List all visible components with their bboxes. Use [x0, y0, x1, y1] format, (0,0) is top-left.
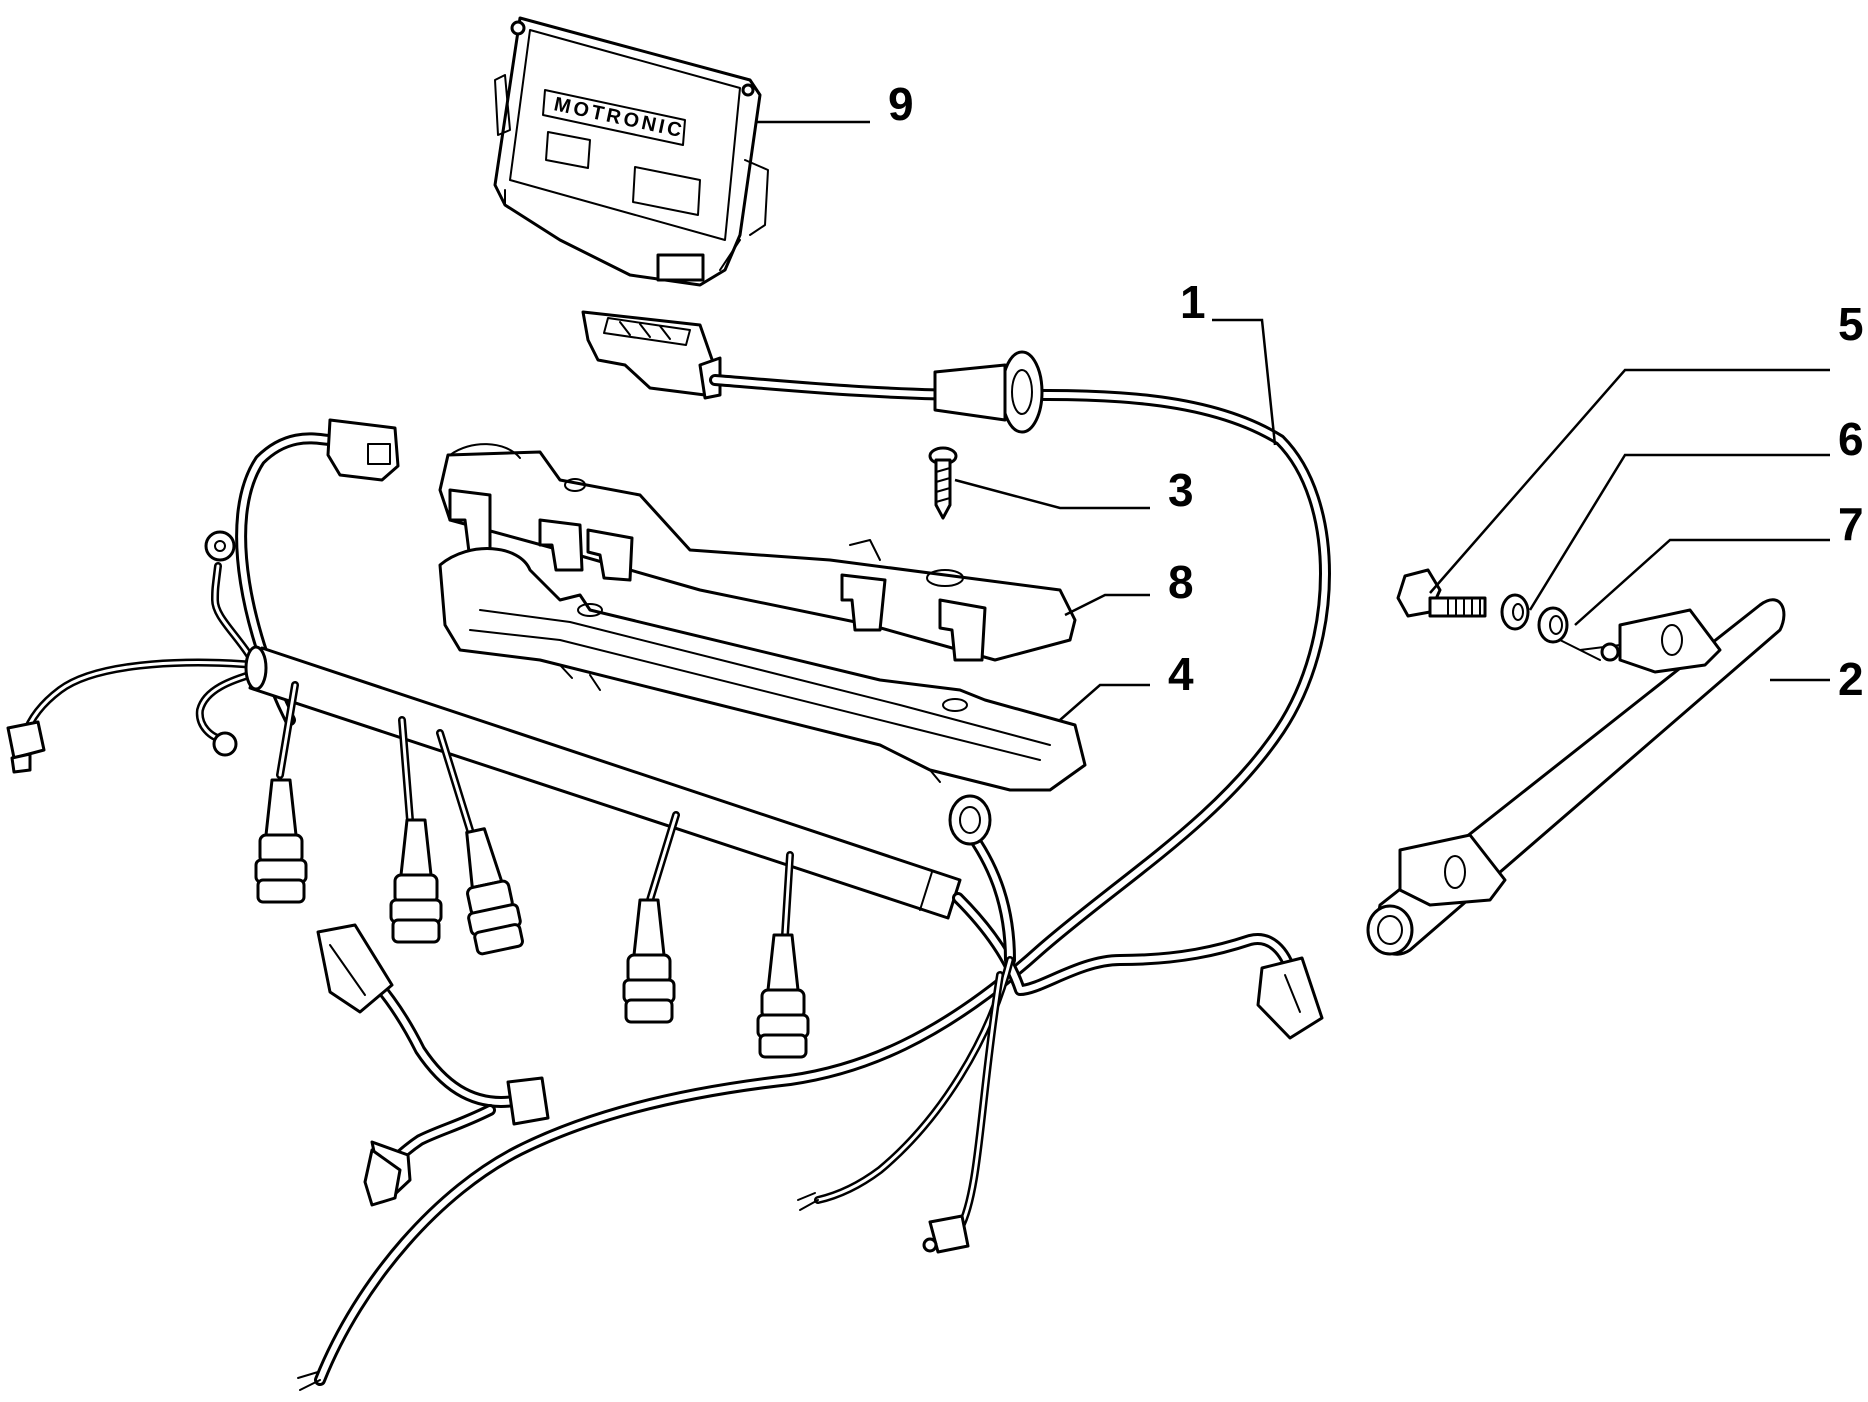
- motronic-ecu: MOTRONIC: [493, 16, 769, 287]
- washer-6: [1500, 593, 1530, 631]
- injector-harness-cover-upper: [438, 443, 1077, 662]
- callout-9: 9: [888, 78, 914, 130]
- screw: [928, 446, 958, 520]
- injector-connectors: [254, 778, 810, 1059]
- leader-lines: [755, 120, 1830, 721]
- callout-7: 7: [1838, 498, 1864, 550]
- callout-2: 2: [1838, 653, 1864, 705]
- injector-harness-holder-lower: [438, 547, 1087, 792]
- wiring-harness: [6, 350, 1331, 1391]
- callout-4: 4: [1168, 648, 1194, 700]
- callout-8: 8: [1168, 556, 1194, 608]
- ecu-harness-connector: [581, 310, 722, 400]
- callout-6: 6: [1838, 413, 1864, 465]
- fuel-rail: [1366, 598, 1786, 956]
- callout-1: 1: [1180, 276, 1206, 328]
- callout-5: 5: [1838, 298, 1864, 350]
- bolt: [1396, 568, 1487, 618]
- washer-7: [1537, 606, 1569, 644]
- callout-labels: 9 1 5 6 3 7 8 4 2: [888, 78, 1864, 705]
- callout-3: 3: [1168, 464, 1194, 516]
